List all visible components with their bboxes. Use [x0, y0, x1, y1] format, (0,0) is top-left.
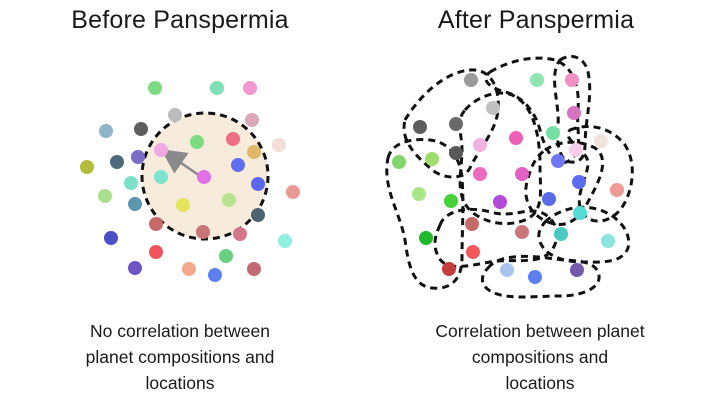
planet-dot — [231, 158, 245, 172]
planet-dot — [148, 81, 162, 95]
after-panel: After Panspermia — [360, 0, 720, 405]
planet-dot — [222, 193, 236, 207]
planet-dot — [190, 135, 204, 149]
planet-dot — [278, 234, 292, 248]
planet-dot — [197, 170, 211, 184]
planet-dot — [594, 134, 608, 148]
planet-dot — [554, 227, 568, 241]
planet-dot — [245, 113, 259, 127]
cluster-outline-blue — [524, 140, 605, 226]
planet-dot — [464, 73, 478, 87]
planet-dot — [210, 81, 224, 95]
planet-dot — [570, 263, 584, 277]
planet-dot — [551, 154, 565, 168]
planet-dot — [168, 108, 182, 122]
planet-dot — [493, 195, 507, 209]
cluster-outline-salmon — [566, 125, 634, 223]
planet-dot — [286, 185, 300, 199]
planet-dot — [473, 138, 487, 152]
panspermia-arrow — [160, 149, 204, 180]
planet-dot — [442, 262, 456, 276]
planet-dot — [466, 245, 480, 259]
planet-dot — [509, 131, 523, 145]
planet-dot — [99, 124, 113, 138]
planet-dot — [124, 176, 138, 190]
planet-dot — [528, 270, 542, 284]
planet-dot — [601, 234, 615, 248]
planet-dot — [131, 150, 145, 164]
planet-dot — [500, 263, 514, 277]
planet-dot — [128, 261, 142, 275]
planet-dot — [419, 231, 433, 245]
planet-dot — [98, 189, 112, 203]
planet-dot — [149, 245, 163, 259]
caption-line: planet compositions and — [85, 347, 275, 367]
caption-line: locations — [145, 373, 215, 393]
planet-dot — [565, 73, 579, 87]
planet-dot — [104, 231, 118, 245]
planet-dot — [110, 155, 124, 169]
planet-dot — [128, 197, 142, 211]
planet-dot — [515, 225, 529, 239]
planet-dot — [572, 175, 586, 189]
planet-dot — [272, 138, 286, 152]
planet-dot — [569, 143, 583, 157]
planet-dot — [515, 167, 529, 181]
planet-dot — [413, 120, 427, 134]
before-diagram — [80, 81, 300, 282]
planet-dot — [546, 126, 560, 140]
after-title: After Panspermia — [437, 6, 635, 34]
cluster-outline-top — [484, 56, 580, 164]
planet-dot — [567, 106, 581, 120]
planet-dot — [233, 227, 247, 241]
planet-dot — [154, 143, 168, 157]
planet-dot — [573, 206, 587, 220]
cluster-outline-bottom — [481, 254, 601, 299]
planet-dot — [425, 152, 439, 166]
after-planets — [392, 73, 624, 284]
planet-dot — [251, 208, 265, 222]
planet-dot — [134, 122, 148, 136]
planet-dot — [226, 132, 240, 146]
planet-dot — [196, 225, 210, 239]
after-caption: Correlation between planet compositions … — [360, 318, 720, 396]
planet-dot — [243, 81, 257, 95]
planet-dot — [247, 145, 261, 159]
planet-dot — [392, 155, 406, 169]
planet-dot — [251, 177, 265, 191]
planet-dot — [219, 249, 233, 263]
planet-dot — [247, 262, 261, 276]
caption-line: Correlation between planet — [435, 321, 645, 341]
before-planets — [80, 81, 300, 282]
planet-dot — [444, 194, 458, 208]
before-panel: Before Panspermia — [0, 6, 360, 396]
caption-line: locations — [505, 373, 575, 393]
planet-dot — [610, 183, 624, 197]
planet-dot — [154, 170, 168, 184]
caption-line: No correlation between — [90, 321, 270, 341]
planet-dot — [473, 167, 487, 181]
planet-dot — [486, 101, 500, 115]
planet-dot — [149, 217, 163, 231]
planet-dot — [530, 73, 544, 87]
cluster-outlines — [385, 55, 634, 299]
planet-dot — [208, 268, 222, 282]
before-title: Before Panspermia — [71, 6, 289, 34]
planet-dot — [412, 187, 426, 201]
caption-line: compositions and — [471, 347, 609, 367]
after-diagram — [385, 55, 634, 299]
planet-dot — [80, 160, 94, 174]
cluster-outline-green — [385, 138, 465, 290]
planet-dot — [465, 217, 479, 231]
planet-dot — [449, 146, 463, 160]
before-caption: No correlation between planet compositio… — [0, 318, 360, 396]
planet-dot — [542, 192, 556, 206]
planet-dot — [182, 262, 196, 276]
planet-dot — [449, 117, 463, 131]
planet-dot — [176, 198, 190, 212]
cluster-outline-teal — [537, 205, 631, 264]
